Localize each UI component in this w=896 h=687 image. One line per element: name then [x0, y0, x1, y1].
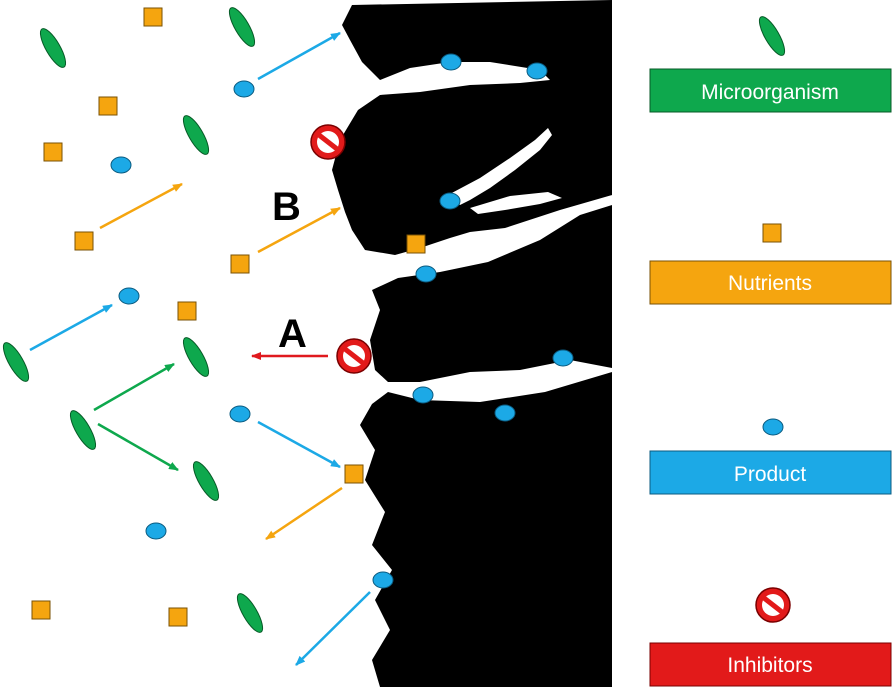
product-icon [372, 571, 394, 589]
growth-arrow [97, 422, 179, 472]
product-icon [439, 192, 461, 210]
nutrient-icon [344, 464, 364, 484]
nutrient-icon [406, 234, 426, 254]
product-icon [118, 287, 140, 305]
product-icon [762, 418, 784, 436]
nutrient-icon [31, 600, 51, 620]
product-arrow [257, 31, 341, 81]
microorganism-icon [182, 115, 210, 155]
microorganisms [2, 7, 264, 633]
product-icon [233, 80, 255, 98]
nutrient-arrow [265, 486, 343, 541]
nutrient-icon [74, 231, 94, 251]
nutrient-icon [143, 7, 163, 27]
product-icon [110, 156, 132, 174]
product-icon [229, 405, 251, 423]
legend: Microorganism Nutrients Product Inhibito… [649, 16, 892, 687]
product-icon [415, 265, 437, 283]
pore-channel [448, 128, 552, 205]
product-icon [526, 62, 548, 80]
nutrient-icon [43, 142, 63, 162]
product-arrow [257, 420, 341, 469]
pore-channel [470, 192, 562, 214]
product-icon [145, 522, 167, 540]
legend-inhibitors-label: Inhibitors [727, 654, 812, 677]
inhibitor-icon [311, 125, 345, 159]
microorganism-icon [758, 16, 786, 56]
label-a: A [278, 312, 307, 356]
legend-microorganism-box [649, 68, 892, 113]
arrows [29, 31, 371, 666]
microorganism-icon [192, 461, 220, 501]
legend-microorganism-label: Microorganism [701, 81, 839, 104]
microorganism-icon [39, 28, 67, 68]
nutrient-arrow [99, 182, 183, 230]
microorganism-icon [2, 342, 30, 382]
product-icon [552, 349, 574, 367]
nutrient-icon [762, 223, 782, 243]
legend-product-label: Product [734, 463, 807, 486]
nutrient-icon [230, 254, 250, 274]
microorganism-icon [236, 593, 264, 633]
legend-product-box [649, 450, 892, 495]
nutrient-icon [98, 96, 118, 116]
nutrient-icon [168, 607, 188, 627]
microorganism-icon [182, 337, 210, 377]
inhibitor-icon [337, 339, 371, 373]
nutrient-icon [177, 301, 197, 321]
microorganism-icon [69, 410, 97, 450]
product-icon [440, 53, 462, 71]
label-b: B [272, 185, 301, 229]
attached-products [372, 53, 574, 589]
nutrients [31, 7, 426, 627]
solid-surface [332, 0, 612, 687]
nutrient-arrow [257, 206, 341, 254]
product-arrow [295, 591, 371, 666]
product-icon [412, 386, 434, 404]
legend-nutrients-label: Nutrients [728, 272, 812, 295]
growth-arrow [93, 362, 175, 412]
solid-body [332, 0, 612, 687]
products [110, 80, 255, 540]
legend-nutrients-box [649, 260, 892, 305]
product-icon [494, 404, 516, 422]
microorganism-icon [228, 7, 256, 47]
inhibitor-icon [756, 588, 790, 622]
legend-inhibitors-box [649, 642, 892, 687]
product-arrow [29, 303, 113, 352]
